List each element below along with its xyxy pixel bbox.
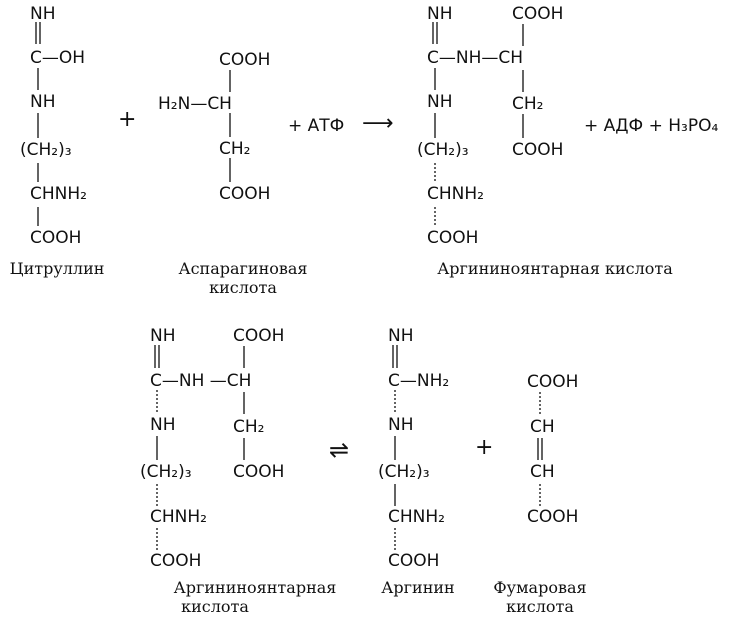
aspartic-ch2: CH₂ bbox=[219, 139, 251, 159]
citrulline-name: Цитруллин bbox=[9, 259, 105, 278]
arginsucc2-nh: NH bbox=[150, 326, 176, 346]
arginsucc1-cooh-bottom: COOH bbox=[427, 228, 479, 248]
arginsucc2-name-line2: кислота bbox=[181, 597, 249, 616]
arginsucc2-c-nh-ch: C—NH —CH bbox=[150, 371, 252, 391]
plus-sign-2: + bbox=[475, 435, 494, 460]
aspartic-cooh-bottom: COOH bbox=[219, 184, 271, 204]
arginine-c-nh2: C—NH₂ bbox=[388, 371, 450, 391]
arginsucc1-cooh-top: COOH bbox=[512, 4, 564, 24]
citrulline-c-oh: C—OH bbox=[30, 48, 86, 68]
fumaric-cooh-top: COOH bbox=[527, 372, 579, 392]
citrulline-nh-2: NH bbox=[30, 92, 56, 112]
arginsucc1-ch2-right: CH₂ bbox=[512, 94, 544, 114]
arginsucc1-c-nh-ch: C—NH—CH bbox=[427, 48, 524, 68]
arginsucc1-nh: NH bbox=[427, 4, 453, 24]
arginine-name: Аргинин bbox=[381, 578, 455, 597]
citrulline-ch2: (CH₂)₃ bbox=[20, 140, 72, 160]
arginsucc2-ch2-right: CH₂ bbox=[233, 417, 265, 437]
arginsucc1-chnh2: CHNH₂ bbox=[427, 184, 484, 204]
arginsucc1-ch2-chain: (CH₂)₃ bbox=[417, 140, 469, 160]
reaction-arrow: ⟶ bbox=[362, 111, 394, 136]
products-term: + АДФ + H₃PO₄ bbox=[584, 116, 719, 136]
aspartic-name-line1: Аспарагиновая bbox=[178, 259, 308, 278]
citrulline-nh: NH bbox=[30, 4, 56, 24]
citrulline-cooh: COOH bbox=[30, 228, 82, 248]
plus-sign-1: + bbox=[118, 107, 137, 132]
arginsucc2-cooh-top: COOH bbox=[233, 326, 285, 346]
arginsucc1-cooh-right: COOH bbox=[512, 140, 564, 160]
arginsucc2-chnh2: CHNH₂ bbox=[150, 507, 207, 527]
arginine-nh-2: NH bbox=[388, 415, 414, 435]
arginsucc2-cooh-bottom: COOH bbox=[150, 551, 202, 571]
arginsucc1-name: Аргининоянтарная кислота bbox=[437, 259, 673, 278]
fumaric-cooh-bottom: COOH bbox=[527, 507, 579, 527]
aspartic-cooh-top: COOH bbox=[219, 50, 271, 70]
arginine-chnh2: CHNH₂ bbox=[388, 507, 445, 527]
atp-term: + АТФ bbox=[288, 116, 345, 136]
arginine-cooh: COOH bbox=[388, 551, 440, 571]
citrulline-chnh2: CHNH₂ bbox=[30, 184, 87, 204]
arginsucc2-name-line1: Аргининоянтарная bbox=[173, 578, 337, 597]
fumaric-ch-2: CH bbox=[530, 462, 555, 482]
fumaric-name-line2: кислота bbox=[506, 597, 574, 616]
arginsucc1-nh-2: NH bbox=[427, 92, 453, 112]
arginine-ch2: (CH₂)₃ bbox=[378, 462, 430, 482]
arginsucc2-nh-2: NH bbox=[150, 415, 176, 435]
aspartic-name-line2: кислота bbox=[209, 278, 277, 297]
fumaric-name-line1: Фумаровая bbox=[493, 578, 587, 597]
arginine-nh: NH bbox=[388, 326, 414, 346]
arginsucc2-cooh-right: COOH bbox=[233, 462, 285, 482]
fumaric-ch-1: CH bbox=[530, 417, 555, 437]
equilibrium-arrow: ⇌ bbox=[329, 436, 350, 464]
aspartic-h2n-ch: H₂N—CH bbox=[158, 94, 232, 114]
arginsucc2-ch2-chain: (CH₂)₃ bbox=[140, 462, 192, 482]
